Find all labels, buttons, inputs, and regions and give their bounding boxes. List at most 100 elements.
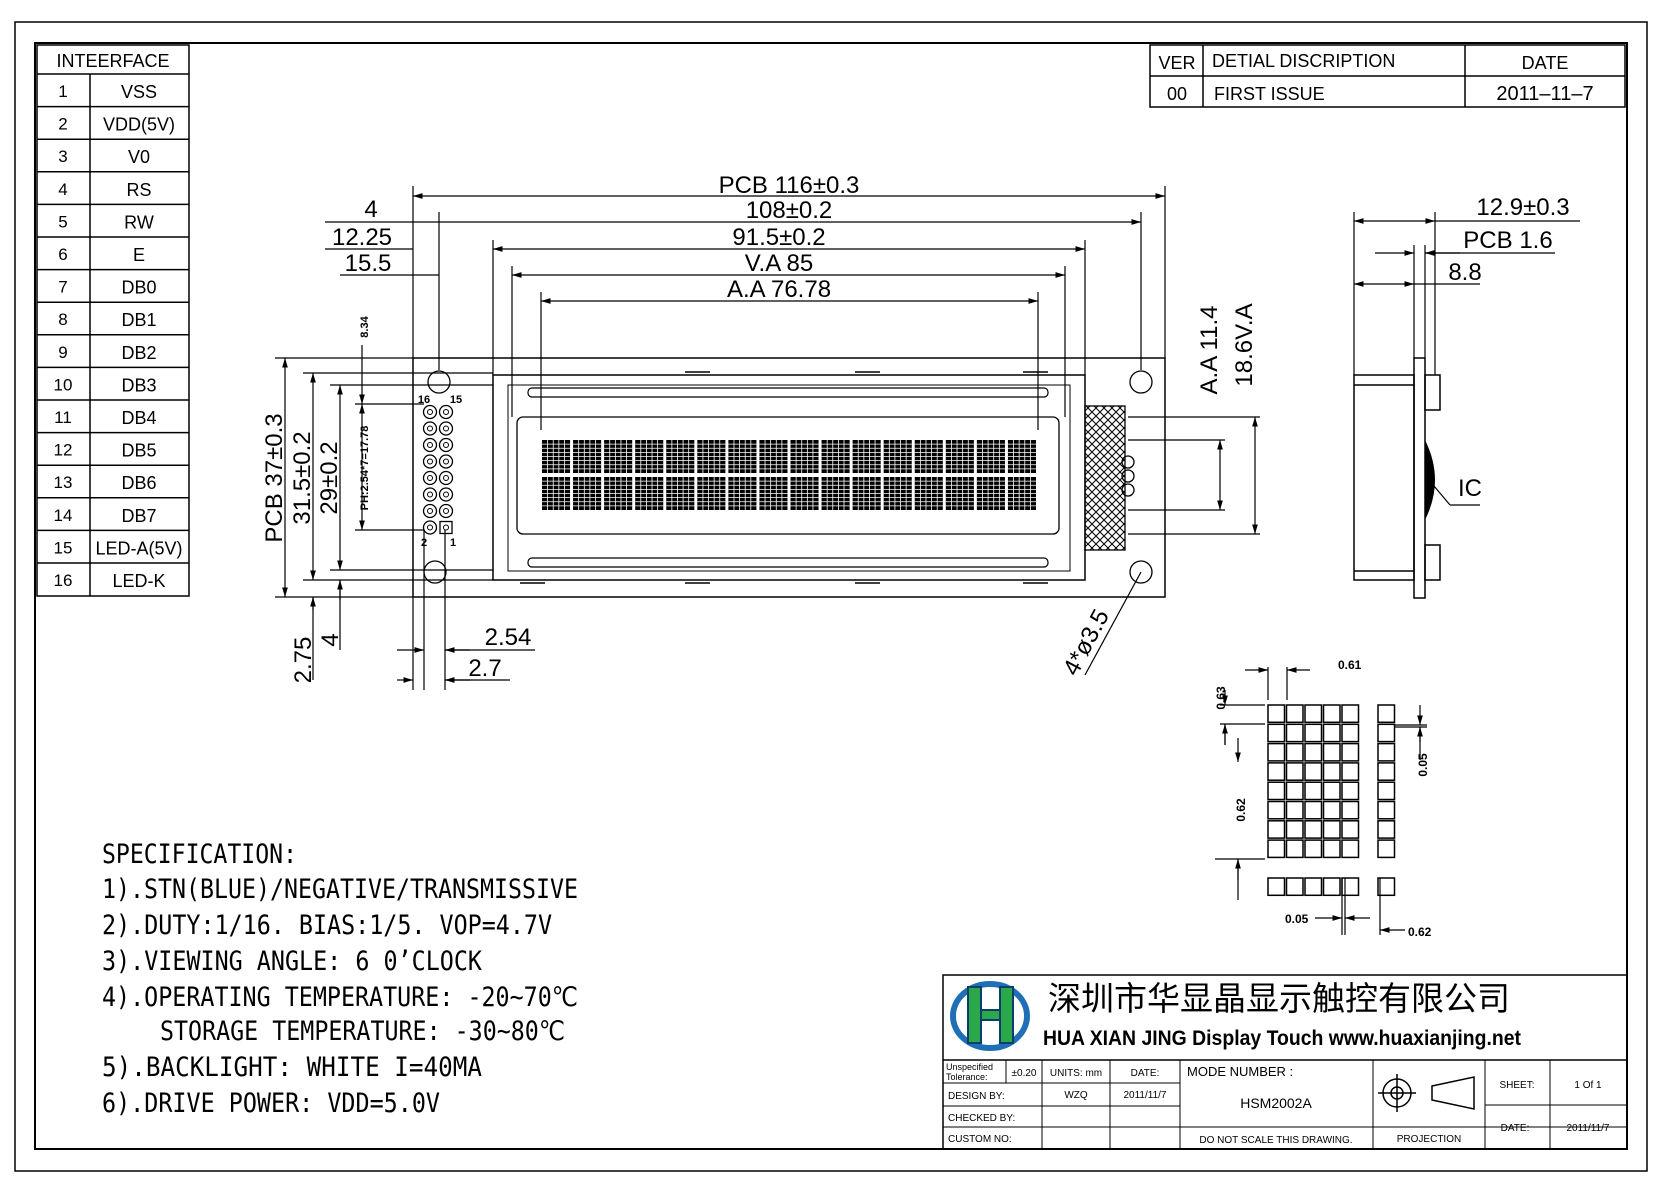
dim-pcb-width: PCB 116±0.3 — [719, 172, 860, 199]
tb-custom: CUSTOM NO: — [948, 1134, 1012, 1145]
header-pin — [422, 503, 438, 519]
tb-tolerance: Tolerance: — [946, 1072, 988, 1082]
char-cell — [945, 440, 974, 473]
cursor-cell — [1377, 877, 1396, 897]
pin-number: 13 — [54, 473, 73, 492]
cursor-cell — [1304, 877, 1323, 897]
dim-2-54: 2.54 — [485, 624, 532, 651]
dim-4-bottom: 4 — [317, 633, 344, 646]
char-cell — [821, 477, 850, 510]
pin-number: 9 — [58, 343, 67, 362]
pin-row: 12 DB5 — [37, 431, 189, 461]
char-cell — [1007, 477, 1036, 510]
char-cell — [728, 440, 757, 473]
dim-8-8: 8.8 — [1448, 259, 1481, 286]
dot-cell — [1341, 742, 1360, 762]
char-cell — [604, 477, 633, 510]
header-pin — [422, 421, 438, 436]
spec-line-6: 6).DRIVE POWER: VDD=5.0V — [102, 1088, 440, 1119]
mounting-holes — [423, 370, 1153, 584]
dot-cell — [1267, 820, 1286, 839]
pin-number: 15 — [54, 538, 73, 557]
pin-name: DB0 — [121, 278, 156, 298]
dim-aa-11-4: A.A 11.4 — [1196, 306, 1223, 395]
right-dimensions — [1084, 416, 1260, 676]
dot-cell — [1304, 800, 1323, 820]
tb-date2-header: DATE: — [1501, 1123, 1530, 1134]
char-cell — [542, 477, 571, 510]
dim-0-62-h: 0.62 — [1408, 925, 1432, 939]
top-dimensions — [325, 186, 1166, 430]
pin-number: 5 — [58, 212, 67, 231]
dot-cell — [1341, 762, 1360, 781]
pin-name: RS — [126, 180, 151, 200]
dot-cell — [1267, 800, 1286, 820]
header-pin — [422, 487, 438, 502]
bezel-inner — [507, 384, 1071, 572]
dot-cell — [1377, 839, 1396, 859]
company-logo — [950, 981, 1030, 1051]
tb-noscale: DO NOT SCALE THIS DRAWING. — [1199, 1135, 1352, 1146]
tb-unspecified: Unspecified — [946, 1062, 993, 1072]
dot-cell — [1322, 800, 1341, 820]
dot-cell — [1285, 704, 1304, 724]
dim-108: 108±0.2 — [746, 197, 833, 224]
pin-name: DB5 — [121, 441, 156, 461]
dim-31-5: 31.5±0.2 — [289, 431, 316, 524]
spec-line-4: 4).OPERATING TEMPERATURE: -20~70℃ — [102, 982, 578, 1013]
dot-cell — [1322, 762, 1341, 781]
logo-bar-right — [999, 986, 1014, 1044]
char-cell — [573, 440, 602, 473]
header-pin — [438, 421, 454, 436]
dot-cell — [1377, 781, 1396, 801]
dim-0-62-v: 0.62 — [1234, 798, 1248, 822]
logo-bar-left — [967, 986, 982, 1044]
revision-table: VER DETIAL DISCRIPTION DATE 00 FIRST ISS… — [1149, 44, 1626, 108]
dot-cell — [1341, 839, 1360, 859]
pin-name: E — [133, 245, 145, 265]
character-grid — [542, 440, 1036, 510]
pin-number: 1 — [58, 82, 67, 101]
dim-pcb-1-6: PCB 1.6 — [1463, 227, 1552, 254]
pin-name: DB4 — [121, 408, 156, 428]
led-strip-top — [527, 387, 1049, 398]
dot-cell — [1304, 762, 1323, 781]
pin-1-label: 1 — [450, 537, 456, 549]
char-cell — [666, 440, 695, 473]
tb-projection: PROJECTION — [1397, 1134, 1461, 1145]
specification: SPECIFICATION: 1).STN(BLUE)/NEGATIVE/TRA… — [102, 839, 578, 1119]
char-cell — [542, 440, 571, 473]
char-cell — [852, 440, 881, 473]
dot-matrix-detail — [1267, 704, 1396, 897]
dot-cell — [1285, 762, 1304, 781]
pin-16-label: 16 — [418, 394, 430, 406]
pin-name: VDD(5V) — [103, 115, 175, 135]
dot-cell — [1304, 820, 1323, 839]
projection-symbol — [1378, 1074, 1475, 1112]
left-dimensions — [275, 345, 493, 680]
cursor-cell — [1285, 877, 1304, 897]
dim-0-05-h: 0.05 — [1285, 912, 1309, 926]
dot-cell — [1322, 723, 1341, 743]
dot-cell — [1322, 839, 1341, 859]
spec-line-4b: STORAGE TEMPERATURE: -30~80℃ — [160, 1016, 565, 1047]
dot-cell — [1377, 800, 1396, 820]
char-cell — [914, 440, 943, 473]
header-pin — [422, 437, 438, 453]
tb-sheet: 1 Of 1 — [1574, 1080, 1602, 1091]
dot-cell — [1285, 800, 1304, 820]
pin-number: 12 — [54, 441, 73, 460]
header-pin — [438, 503, 454, 519]
char-cell — [852, 477, 881, 510]
rev-desc: FIRST ISSUE — [1214, 84, 1325, 104]
dot-cell — [1304, 742, 1323, 762]
rev-desc-header: DETIAL DISCRIPTION — [1212, 51, 1395, 71]
dim-va-18-6: 18.6V.A — [1231, 303, 1258, 386]
pin-name: DB6 — [121, 473, 156, 493]
char-detail: 0.61 0.63 0.05 0.62 0.05 0.62 — [1214, 658, 1432, 939]
company-name-en: HUA XIAN JING Display Touch www.huaxianj… — [1043, 1027, 1521, 1050]
